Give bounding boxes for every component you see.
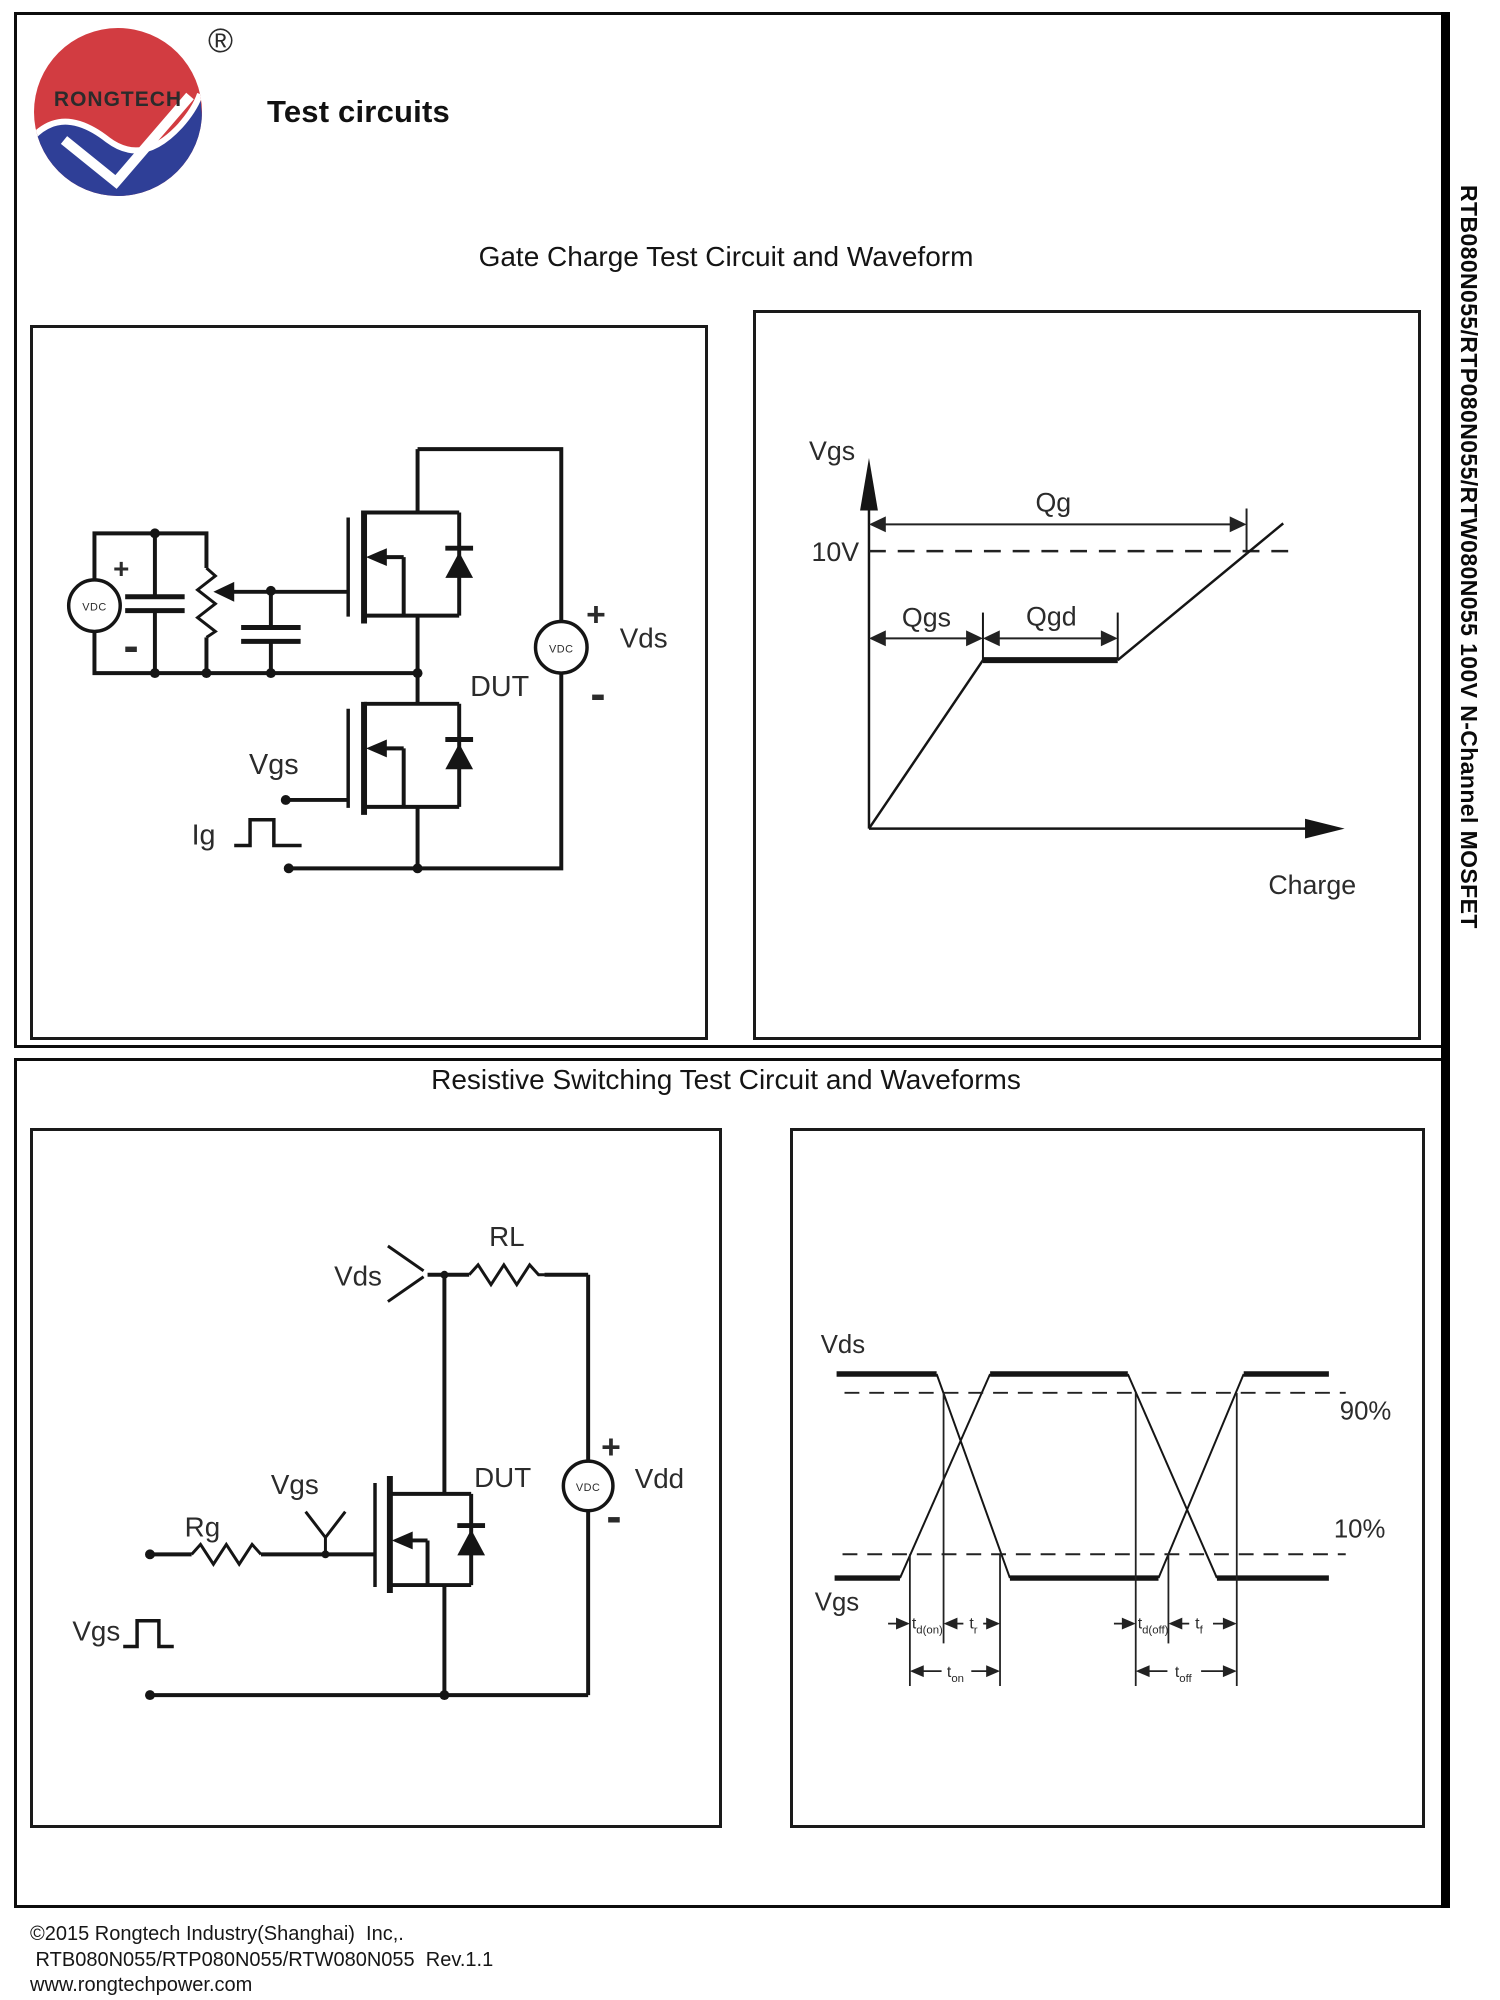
gate-charge-waveform-box: Vgs 10V Qg: [753, 310, 1421, 1040]
ig-label: Ig: [192, 820, 216, 852]
page-right-edge-bar: [1441, 12, 1450, 1908]
vds-probe-icon: [387, 1244, 425, 1303]
vgs-probe-label: Vgs: [271, 1469, 319, 1500]
junction-dots: [145, 1270, 450, 1701]
rl-resistor-symbol: [468, 1262, 545, 1288]
plus-sign: +: [601, 1428, 621, 1466]
qgd-dimension: Qgd: [982, 601, 1118, 647]
vgs-probe-icon: [304, 1510, 347, 1559]
capacitor-symbol: [125, 594, 185, 614]
minus-sign: -: [124, 620, 139, 671]
vdc-label: VDC: [576, 1482, 600, 1494]
mosfet-arrow-icon: [366, 548, 387, 567]
vgs-trace-label: Vgs: [815, 1589, 859, 1617]
page-title: Test circuits: [267, 94, 450, 129]
pulse-icon: [234, 818, 302, 848]
footer-website: www.rongtechpower.com: [30, 1974, 253, 1997]
timing-dimensions-row1: td(on) tr td(off) tf: [888, 1616, 1237, 1637]
registered-trademark-icon: ®: [208, 22, 233, 60]
timing-dimensions-row2: ton toff: [909, 1664, 1237, 1685]
circuit-wires: [92, 447, 564, 871]
x-axis-label: Charge: [1268, 870, 1356, 900]
resistive-circuit-box: Vds RL Rg Vgs DUT: [30, 1128, 722, 1828]
vdc-source-symbol: VDC: [66, 578, 122, 634]
vdd-label: Vdd: [635, 1463, 684, 1494]
vdc-left-label: VDC: [82, 602, 106, 614]
minus-sign: -: [590, 668, 605, 719]
dut-label: DUT: [470, 671, 529, 703]
vds-probe-label: Vds: [334, 1261, 382, 1292]
wiper-arrow-icon: [213, 581, 235, 602]
rg-resistor-symbol: [190, 1541, 263, 1567]
qg-dimension: Qg: [868, 487, 1248, 555]
logo-wave: [34, 92, 202, 196]
body-diode-symbol-dut: [445, 737, 474, 770]
body-diode-symbol: [457, 1523, 486, 1556]
potentiometer-symbol: [195, 566, 235, 639]
resistive-circuit-diagram: Vds RL Rg Vgs DUT: [72, 1221, 684, 1701]
tf-label: tf: [1195, 1616, 1203, 1637]
qg-label: Qg: [1035, 487, 1071, 517]
vgs-charge-curve: [867, 522, 1285, 830]
mosfet-arrow-icon: [366, 739, 387, 758]
tr-label: tr: [969, 1616, 977, 1637]
mosfet-arrow-icon: [391, 1531, 413, 1550]
rongtech-logo: RONGTECH ®: [28, 18, 248, 208]
pulse-icon: [123, 1619, 174, 1649]
p10-label: 10%: [1334, 1515, 1386, 1543]
vds-trace: [836, 1371, 1329, 1581]
vgs-input-label: Vgs: [72, 1616, 120, 1647]
ton-label: ton: [947, 1664, 964, 1685]
td-on-label: td(on): [912, 1616, 943, 1637]
rg-label: Rg: [185, 1511, 220, 1542]
vds-source-symbol: VDC: [533, 619, 589, 675]
y-axis-label: Vgs: [809, 436, 855, 466]
resistive-waveform-box: td(on) tr td(off) tf ton: [790, 1128, 1425, 1828]
circuit-wires: [149, 1272, 591, 1698]
dut-label: DUT: [474, 1462, 531, 1493]
sidebar-part-number: RTB080N055/RTP080N055/RTW080N055 100V N-…: [1456, 185, 1482, 929]
dut-mosfet-symbol: [346, 701, 387, 815]
logo-white-check: [60, 92, 194, 189]
plus-sign: +: [586, 597, 606, 634]
gate-charge-title: Gate Charge Test Circuit and Waveform: [478, 241, 974, 272]
vds-trace-label: Vds: [821, 1331, 865, 1359]
resistive-switching-title: Resistive Switching Test Circuit and Wav…: [431, 1064, 1021, 1095]
switching-waveform-chart: td(on) tr td(off) tf ton: [815, 1331, 1392, 1687]
page-footer: ©2015 Rongtech Industry(Shanghai) Inc,. …: [30, 1922, 493, 1999]
body-diode-symbol-top: [445, 545, 474, 578]
plus-sign: +: [113, 553, 129, 584]
qgd-label: Qgd: [1026, 601, 1077, 631]
footer-partnumbers: RTB080N055/RTP080N055/RTW080N055 Rev.1.1: [30, 1948, 494, 1971]
junction-dots: [149, 528, 423, 874]
axes: [867, 507, 1308, 830]
footer-copyright: ©2015 Rongtech Industry(Shanghai) Inc,.: [30, 1923, 404, 1945]
y-axis-arrow-icon: [860, 457, 878, 511]
gate-charge-waveform-chart: Vgs 10V Qg: [809, 436, 1356, 900]
td-off-label: td(off): [1138, 1616, 1169, 1637]
gate-charge-circuit-box: VDC + -: [30, 325, 708, 1040]
gate-charge-circuit-diagram: VDC + -: [66, 447, 668, 874]
x-axis-arrow-icon: [1305, 818, 1345, 839]
mosfet-symbol-top: [346, 510, 387, 624]
qgs-dimension: Qgs: [868, 602, 983, 647]
capacitor-symbol-2: [241, 625, 301, 644]
qgs-label: Qgs: [902, 602, 951, 632]
rongtech-logo-icon: RONGTECH ®: [34, 22, 233, 196]
level-10v-label: 10V: [811, 537, 859, 567]
vds-label: Vds: [620, 622, 668, 653]
vgs-trace: [834, 1371, 1329, 1581]
vdd-source-symbol: VDC: [561, 1459, 615, 1513]
measurement-lines: [908, 1392, 1238, 1687]
vgs-gate-label: Vgs: [249, 749, 299, 781]
p90-label: 90%: [1340, 1398, 1392, 1426]
logo-brand-text: RONGTECH: [54, 88, 182, 111]
vdc-right-label: VDC: [549, 643, 573, 655]
rl-label: RL: [489, 1221, 524, 1252]
dut-mosfet-symbol: [373, 1476, 413, 1593]
toff-label: toff: [1175, 1664, 1193, 1685]
minus-sign: -: [606, 1491, 621, 1542]
